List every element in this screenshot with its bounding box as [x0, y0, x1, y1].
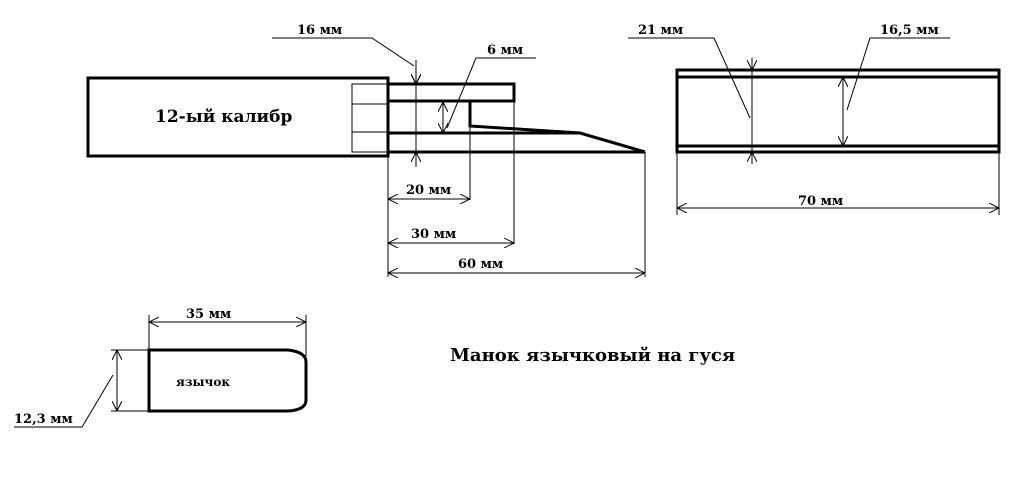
dimension-30mm: 30 мм [388, 227, 514, 243]
body-label: 12-ый калибр [155, 107, 293, 127]
dimension-21mm: 21 мм [628, 23, 752, 164]
drawing-title: Манок язычковый на гуся [450, 345, 735, 366]
tongue-label: язычок [176, 375, 230, 389]
dimension-6mm: 6 мм [443, 43, 536, 133]
label-21mm: 21 мм [638, 23, 683, 38]
dimension-20mm: 20 мм [388, 183, 470, 199]
label-70mm: 70 мм [798, 194, 843, 209]
reed-top-view [675, 68, 1001, 154]
dimension-16mm: 16 мм [272, 23, 416, 167]
dimension-60mm: 60 мм [388, 257, 645, 273]
label-60mm: 60 мм [458, 257, 503, 272]
label-16-5mm: 16,5 мм [880, 23, 939, 38]
dimension-12-3mm: 12,3 мм [14, 349, 149, 428]
cartridge-body: 12-ый калибр [86, 76, 390, 158]
label-30mm: 30 мм [411, 227, 456, 242]
dimension-35mm: 35 мм [148, 307, 307, 356]
label-12-3mm: 12,3 мм [14, 412, 73, 427]
label-35mm: 35 мм [186, 307, 231, 322]
tongue-part: язычок [147, 348, 308, 413]
reed-side-view [386, 82, 646, 154]
label-16mm: 16 мм [297, 23, 342, 38]
label-6mm: 6 мм [487, 43, 523, 58]
dimension-70mm: 70 мм [676, 152, 1000, 215]
dimension-16-5mm: 16,5 мм [843, 23, 950, 146]
label-20mm: 20 мм [406, 183, 451, 198]
